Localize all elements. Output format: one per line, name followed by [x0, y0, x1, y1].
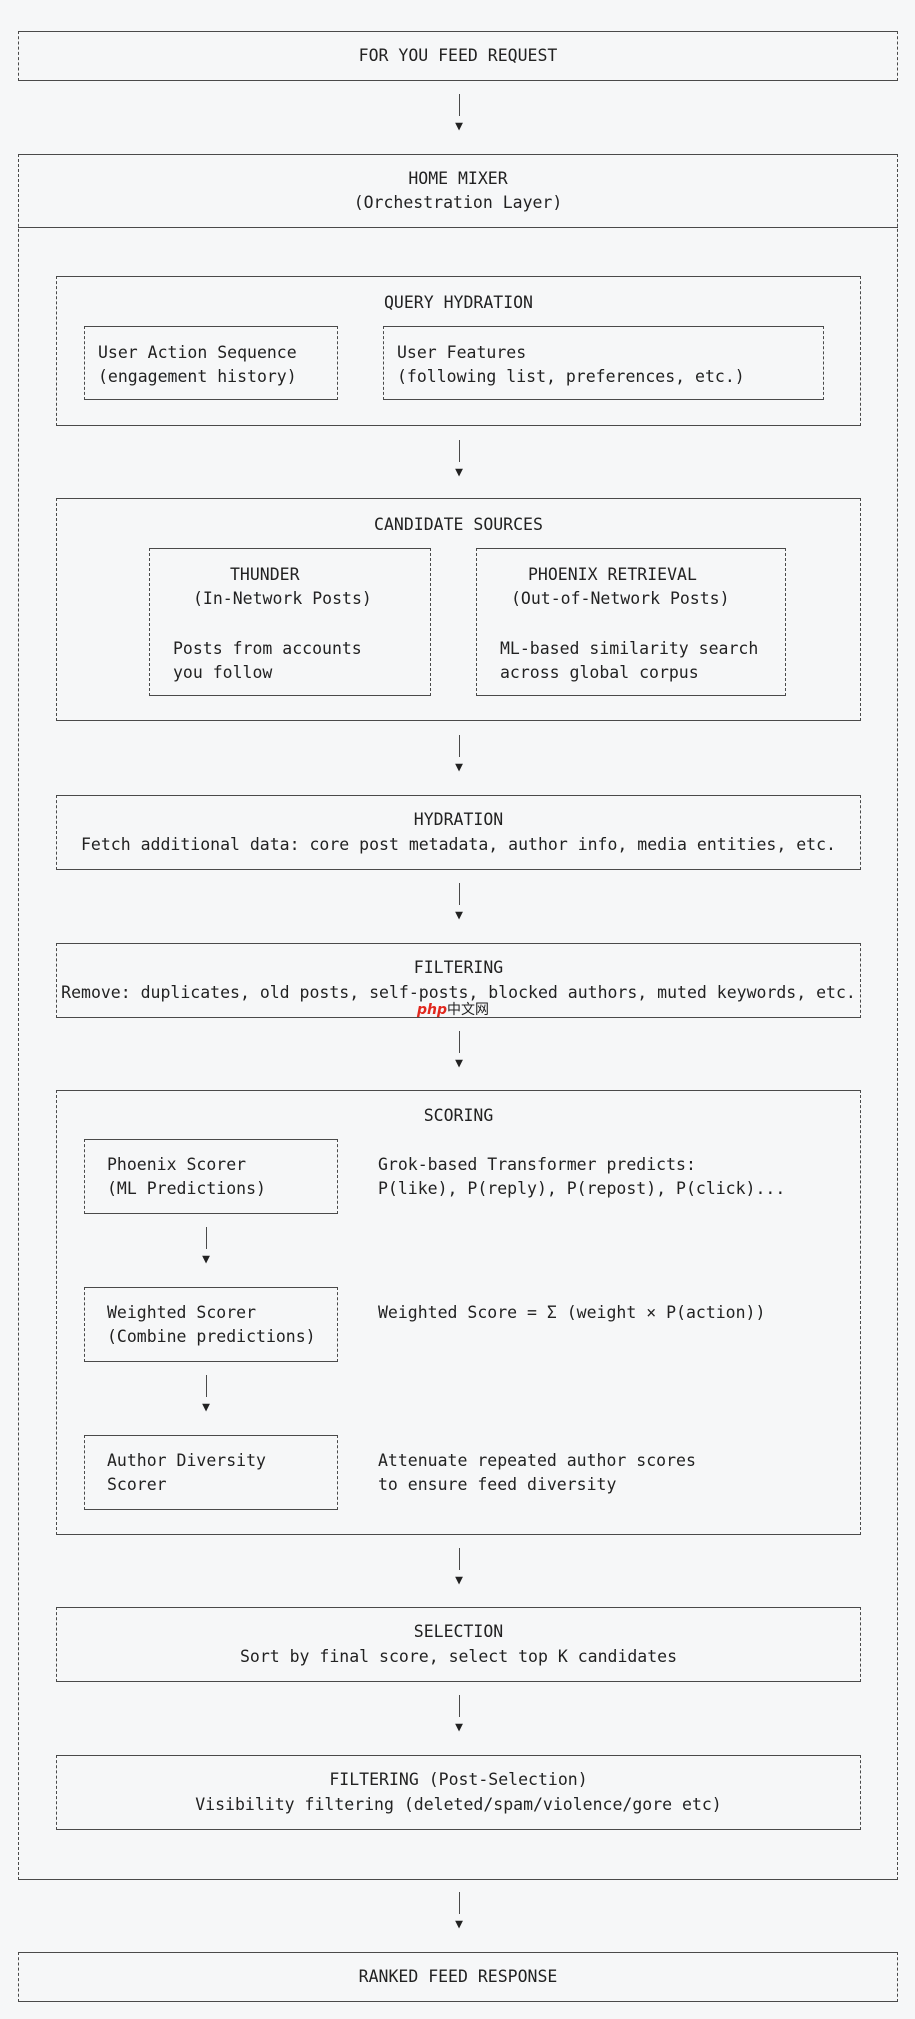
ranked-feed-response-box: [18, 1952, 898, 2002]
ranked-feed-response-label: RANKED FEED RESPONSE: [358, 1967, 558, 1986]
hydration-desc: Fetch additional data: core post metadat…: [81, 835, 836, 854]
arrow-query-to-sources: ▼: [449, 440, 469, 480]
home-mixer-divider: [18, 227, 898, 228]
arrow-head: ▼: [455, 465, 463, 480]
user-features-line1: User Features: [397, 343, 527, 362]
thunder-desc-line2: you follow: [173, 663, 273, 682]
arrow-selection-to-post-filtering: ▼: [449, 1695, 469, 1735]
home-mixer-title: HOME MIXER: [408, 169, 508, 188]
weighted-scorer-line2: (Combine predictions): [107, 1327, 316, 1346]
hydration-box: [56, 795, 861, 870]
filtering-box: [56, 943, 861, 1018]
arrow-head: ▼: [455, 1720, 463, 1735]
user-action-line1: User Action Sequence: [98, 343, 297, 362]
arrow-head: ▼: [455, 1573, 463, 1588]
filtering-desc: Remove: duplicates, old posts, self-post…: [61, 983, 856, 1002]
arrow-head: ▼: [455, 1056, 463, 1071]
query-hydration-title: QUERY HYDRATION: [383, 293, 533, 312]
weighted-scorer-desc1: Weighted Score = Σ (weight × P(action)): [378, 1303, 766, 1322]
thunder-subtitle: (In-Network Posts): [193, 589, 372, 608]
arrow-head: ▼: [455, 119, 463, 134]
home-mixer-container: [18, 154, 898, 1880]
phoenix-scorer-desc2: P(like), P(reply), P(repost), P(click)..…: [378, 1179, 786, 1198]
author-diversity-line2: Scorer: [107, 1475, 167, 1494]
arrow-head: ▼: [202, 1252, 210, 1267]
hydration-title: HYDRATION: [413, 810, 504, 829]
phoenix-retrieval-subtitle: (Out-of-Network Posts): [511, 589, 730, 608]
arrow-head: ▼: [455, 908, 463, 923]
thunder-desc-line1: Posts from accounts: [173, 639, 362, 658]
query-hydration-box: [56, 276, 861, 426]
watermark: php中文网: [417, 999, 489, 1019]
user-action-line2: (engagement history): [98, 367, 297, 386]
watermark-logo-icon: php: [417, 1002, 448, 1018]
weighted-scorer-box: [84, 1287, 338, 1362]
phoenix-retrieval-desc-line2: across global corpus: [500, 663, 699, 682]
phoenix-retrieval-box: [476, 548, 786, 696]
scoring-box: [56, 1090, 861, 1535]
weighted-scorer-line1: Weighted Scorer: [107, 1303, 257, 1322]
phoenix-scorer-desc1: Grok-based Transformer predicts:: [378, 1155, 696, 1174]
home-mixer-subtitle: (Orchestration Layer): [353, 193, 563, 212]
feed-request-label: FOR YOU FEED REQUEST: [358, 46, 558, 65]
watermark-text: 中文网: [447, 1002, 490, 1018]
selection-box: [56, 1607, 861, 1682]
user-features-box: [383, 326, 824, 400]
post-selection-filtering-desc: Visibility filtering (deleted/spam/viole…: [195, 1795, 722, 1814]
author-diversity-desc2: to ensure feed diversity: [378, 1475, 617, 1494]
author-diversity-desc1: Attenuate repeated author scores: [378, 1451, 696, 1470]
candidate-sources-title: CANDIDATE SOURCES: [374, 515, 543, 534]
selection-desc: Sort by final score, select top K candid…: [239, 1647, 678, 1666]
arrow-head: ▼: [202, 1400, 210, 1415]
arrow-request-to-mixer: ▼: [449, 94, 469, 134]
thunder-box: [149, 548, 431, 696]
author-diversity-line1: Author Diversity: [107, 1451, 266, 1470]
thunder-title: THUNDER: [230, 565, 300, 584]
arrow-phoenix-to-weighted: ▼: [196, 1227, 216, 1267]
scoring-title: SCORING: [423, 1106, 494, 1125]
user-features-line2: (following list, preferences, etc.): [397, 367, 745, 386]
author-diversity-scorer-box: [84, 1435, 338, 1510]
arrow-scoring-to-selection: ▼: [449, 1548, 469, 1588]
phoenix-scorer-box: [84, 1139, 338, 1214]
user-action-sequence-box: [84, 326, 338, 400]
arrow-head: ▼: [455, 1917, 463, 1932]
filtering-title: FILTERING: [413, 958, 504, 977]
arrow-mixer-to-response: ▼: [449, 1892, 469, 1932]
arrow-weighted-to-diversity: ▼: [196, 1375, 216, 1415]
post-selection-filtering-title: FILTERING (Post-Selection): [329, 1770, 588, 1789]
selection-title: SELECTION: [413, 1622, 504, 1641]
arrow-hydration-to-filtering: ▼: [449, 883, 469, 923]
phoenix-retrieval-title: PHOENIX RETRIEVAL: [528, 565, 697, 584]
phoenix-scorer-line1: Phoenix Scorer: [107, 1155, 247, 1174]
phoenix-retrieval-desc-line1: ML-based similarity search: [500, 639, 759, 658]
feed-request-box: [18, 31, 898, 81]
phoenix-scorer-line2: (ML Predictions): [107, 1179, 266, 1198]
candidate-sources-box: [56, 498, 861, 721]
arrow-head: ▼: [455, 760, 463, 775]
post-selection-filtering-box: [56, 1755, 861, 1830]
arrow-filtering-to-scoring: ▼: [449, 1031, 469, 1071]
arrow-sources-to-hydration: ▼: [449, 735, 469, 775]
